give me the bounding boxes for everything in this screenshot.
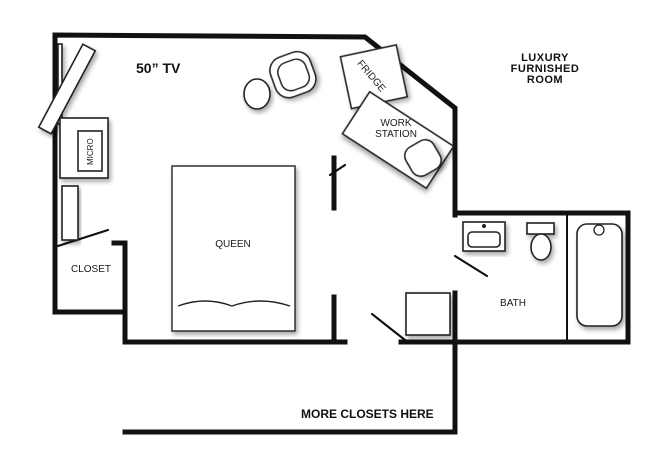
- tv-icon: [37, 43, 97, 135]
- wall-shelf: [61, 185, 79, 241]
- armchair-icon: [269, 50, 317, 99]
- title-line-1: LUXURY: [521, 52, 569, 64]
- bath-label: BATH: [500, 298, 526, 309]
- work-station-label-line2: STATION: [375, 129, 417, 140]
- desk-chair-icon: [404, 139, 442, 177]
- closet-label: CLOSET: [71, 264, 111, 275]
- queen-label: QUEEN: [215, 239, 251, 250]
- closet-door: [56, 228, 110, 248]
- tv-unit: [37, 43, 97, 135]
- entry-cabinet: [405, 292, 451, 336]
- micro-label: MICRO: [86, 138, 95, 165]
- entry-door: [370, 312, 407, 342]
- bathroom-wall: [398, 210, 631, 345]
- tv-label: 50” TV: [136, 60, 181, 76]
- toilet-icon: [526, 222, 555, 261]
- sink-icon: [462, 221, 506, 252]
- queen-bed: [171, 165, 296, 332]
- corridor-wall: [122, 339, 458, 435]
- title-line-2: FURNISHED: [511, 63, 580, 75]
- work-station-door: [328, 163, 347, 177]
- title-line-3: ROOM: [527, 74, 563, 86]
- work-station-label-line1: WORK: [380, 118, 411, 129]
- bath-door: [453, 254, 489, 278]
- bed-pillow-line: [177, 300, 291, 307]
- closet-wall: [111, 240, 348, 345]
- bathtub-icon: [576, 223, 623, 327]
- micro-icon: [77, 130, 103, 172]
- ottoman-icon: [243, 78, 271, 110]
- more-closets-label: MORE CLOSETS HERE: [301, 407, 434, 421]
- main-room-left-lower-wall: [52, 234, 128, 315]
- doors: [56, 163, 489, 342]
